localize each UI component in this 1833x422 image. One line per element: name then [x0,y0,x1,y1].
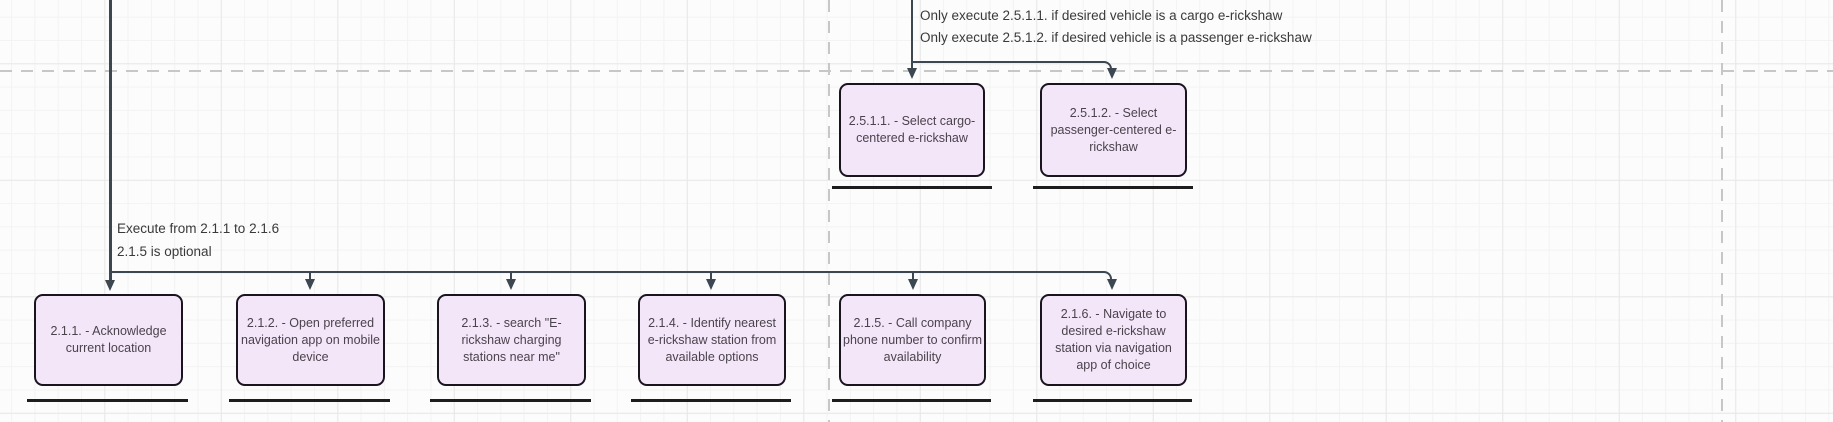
task-box-2-1-6[interactable]: 2.1.6. - Navigate to desired e-rickshaw … [1040,294,1187,386]
box-underline[interactable] [229,399,390,402]
task-box-2-5-1-1[interactable]: 2.5.1.1. - Select cargo-centered e-ricks… [839,83,985,177]
arrow-head [1106,279,1117,290]
edge-top-branch[interactable] [912,61,1112,72]
arrow-head [705,279,716,290]
arrow-head [906,68,917,79]
arrow-head [505,279,516,290]
edge-bottom-branch[interactable] [110,270,1112,282]
task-box-2-5-1-2[interactable]: 2.5.1.2. - Select passenger-centered e-r… [1040,83,1187,177]
page-guide-vertical-right [1721,0,1723,422]
task-box-2-1-3[interactable]: 2.1.3. - search "E-rickshaw charging sta… [437,294,586,386]
arrow-head [1106,68,1117,79]
edge-drop[interactable] [709,272,712,280]
task-box-2-1-2[interactable]: 2.1.2. - Open preferred navigation app o… [236,294,385,386]
task-box-2-1-4[interactable]: 2.1.4. - Identify nearest e-rickshaw sta… [638,294,786,386]
box-underline[interactable] [1033,399,1192,402]
box-underline[interactable] [832,399,991,402]
edge-top-vertical[interactable] [910,0,913,68]
box-underline[interactable] [27,399,188,402]
box-underline[interactable] [430,399,591,402]
edge-drop[interactable] [308,272,311,280]
note-conditional-execution[interactable]: Only execute 2.5.1.1. if desired vehicle… [920,8,1312,45]
note-execution-range[interactable]: Execute from 2.1.1 to 2.1.6 2.1.5 is opt… [117,221,280,259]
box-underline[interactable] [1033,186,1193,189]
task-box-2-1-1[interactable]: 2.1.1. - Acknowledge current location [34,294,183,386]
arrow-head [104,280,115,291]
edge-drop[interactable] [509,272,512,280]
task-box-2-1-5[interactable]: 2.1.5. - Call company phone number to co… [839,294,986,386]
edge-drop[interactable] [911,272,914,280]
box-underline[interactable] [832,186,992,189]
box-underline[interactable] [631,399,791,402]
page-guide-vertical-left [828,0,830,422]
arrow-head [907,279,918,290]
edge-bottom-vertical[interactable] [109,0,112,280]
arrow-head [304,279,315,290]
